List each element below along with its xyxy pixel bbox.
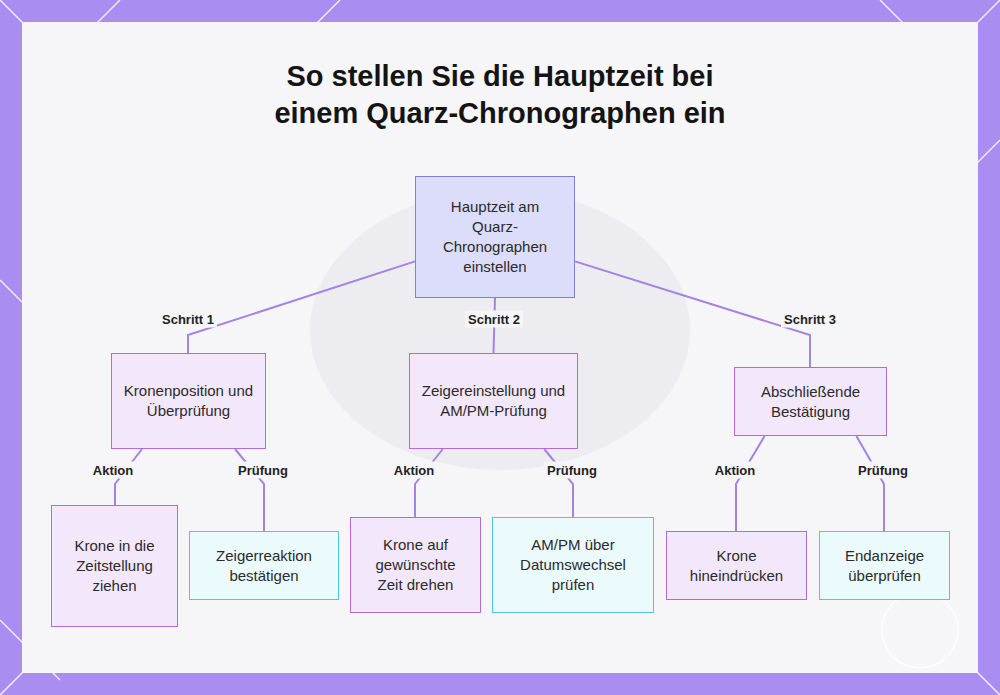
node-text-group: Krone hineindrücken bbox=[677, 546, 796, 586]
root-box: Hauptzeit am Quarz-Chronographen einstel… bbox=[415, 176, 575, 298]
step-box: Abschließende Bestätigung bbox=[734, 367, 887, 436]
check-box: Zeigerreaktion bestätigen bbox=[189, 531, 339, 600]
action-box: Krone auf gewünschte Zeit drehen bbox=[350, 517, 481, 613]
node-text-group: Hauptzeit am Quarz-Chronographen einstel… bbox=[426, 197, 564, 277]
node-text-group: Krone auf gewünschte Zeit drehen bbox=[361, 535, 470, 595]
node-text-group: AM/PM über Datumswechsel prüfen bbox=[503, 535, 643, 595]
node-label: Krone in die Zeitstellung ziehen bbox=[62, 536, 167, 596]
edge-label: Aktion bbox=[90, 462, 136, 479]
node-text-group: Zeigerreaktion bestätigen bbox=[200, 546, 328, 586]
edge-label: Prüfung bbox=[544, 462, 600, 479]
edge-label: Aktion bbox=[391, 462, 437, 479]
action-box: Krone in die Zeitstellung ziehen bbox=[51, 505, 178, 627]
step-box: Zeigereinstellung und AM/PM-Prüfung bbox=[409, 353, 578, 449]
node-label: Krone auf gewünschte Zeit drehen bbox=[361, 535, 470, 595]
connector-line bbox=[736, 436, 765, 531]
node-text-group: Abschließende Bestätigung bbox=[745, 382, 876, 422]
node-label: Kronenposition und Überprüfung bbox=[122, 381, 255, 421]
node-text-group: Zeigereinstellung und AM/PM-Prüfung bbox=[420, 381, 567, 421]
step-box: Kronenposition und Überprüfung bbox=[111, 353, 266, 449]
node-label: Hauptzeit am Quarz-Chronographen einstel… bbox=[426, 197, 564, 277]
edge-label: Prüfung bbox=[235, 462, 291, 479]
faded-watch-image bbox=[310, 190, 690, 470]
check-box: Endanzeige überprüfen bbox=[819, 531, 950, 600]
node-label: Abschließende Bestätigung bbox=[745, 382, 876, 422]
node-label: Zeigerreaktion bestätigen bbox=[200, 546, 328, 586]
edge-label: Schritt 2 bbox=[465, 311, 523, 328]
edge-label: Schritt 1 bbox=[159, 311, 217, 328]
node-label: AM/PM über Datumswechsel prüfen bbox=[503, 535, 643, 595]
node-label: Zeigereinstellung und AM/PM-Prüfung bbox=[420, 381, 567, 421]
edge-label: Aktion bbox=[712, 462, 758, 479]
content-card bbox=[22, 22, 978, 673]
edge-label: Schritt 3 bbox=[781, 311, 839, 328]
connector-line bbox=[544, 449, 573, 517]
connector-line bbox=[415, 449, 443, 517]
edge-label: Prüfung bbox=[855, 462, 911, 479]
connector-line bbox=[856, 436, 884, 531]
check-box: AM/PM über Datumswechsel prüfen bbox=[492, 517, 654, 613]
connector-line bbox=[575, 261, 810, 367]
node-label: Krone hineindrücken bbox=[677, 546, 796, 586]
diagram-title: So stellen Sie die Hauptzeit bei einem Q… bbox=[245, 58, 755, 132]
node-text-group: Kronenposition und Überprüfung bbox=[122, 381, 255, 421]
node-text-group: Endanzeige überprüfen bbox=[830, 546, 939, 586]
action-box: Krone hineindrücken bbox=[666, 531, 807, 600]
node-text-group: Krone in die Zeitstellung ziehen bbox=[62, 536, 167, 596]
node-label: Endanzeige überprüfen bbox=[830, 546, 939, 586]
connector-line bbox=[188, 261, 415, 353]
watermark-logo bbox=[882, 592, 958, 668]
